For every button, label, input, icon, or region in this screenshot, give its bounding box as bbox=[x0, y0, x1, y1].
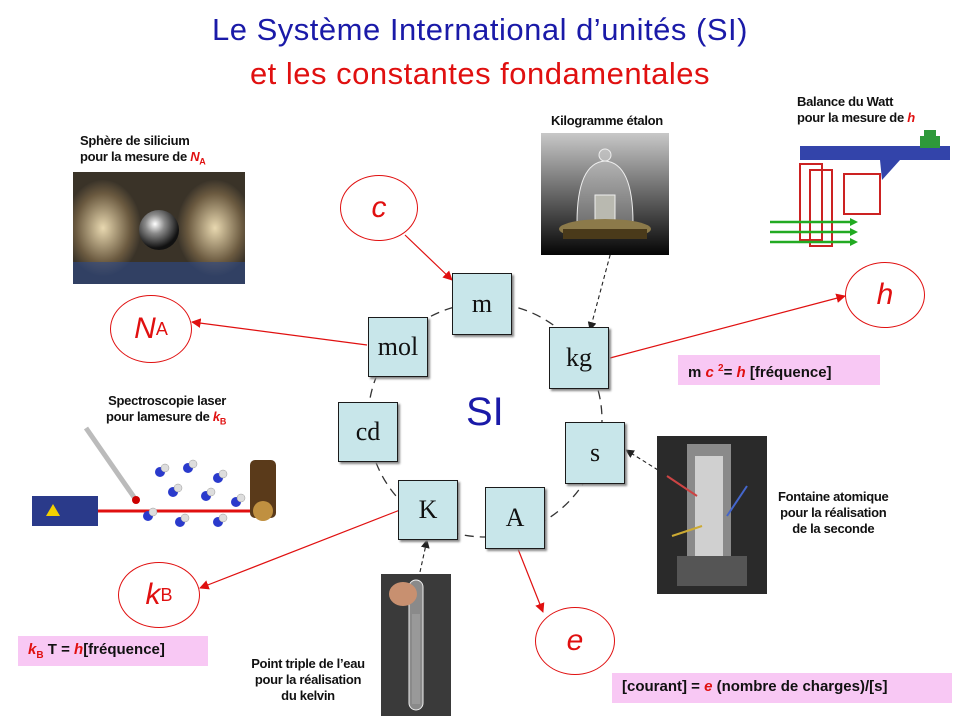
caption-silicon-line2: pour la mesure de NA bbox=[80, 149, 206, 167]
caption-kilogram: Kilogramme étalon bbox=[551, 113, 663, 128]
na-subscript: A bbox=[155, 318, 168, 339]
constant-c: c bbox=[340, 175, 418, 241]
equation-mass-energy: m c 2= h [fréquence] bbox=[678, 355, 880, 385]
caption-triple: Point triple de l’eau pour la réalisatio… bbox=[238, 656, 378, 704]
caption-fountain-line2: pour la réalisation bbox=[780, 505, 887, 520]
atomic-fountain-photo bbox=[657, 436, 767, 594]
caption-watt-line1: Balance du Watt bbox=[797, 94, 894, 109]
unit-k: K bbox=[398, 480, 458, 540]
triple-point-cell-photo bbox=[381, 574, 451, 716]
arrow-a-to-e bbox=[517, 548, 545, 613]
title-line1: Le Système International d’unités (SI) bbox=[212, 12, 748, 47]
arrow-mol-to-na bbox=[191, 318, 368, 346]
caption-watt-line2: pour la mesure de h bbox=[797, 110, 915, 125]
caption-fountain-line3: de la seconde bbox=[792, 521, 875, 536]
kilogram-photo bbox=[541, 133, 669, 255]
constant-e: e bbox=[535, 607, 615, 675]
kb-subscript: B bbox=[160, 584, 173, 605]
kb-symbol: k bbox=[145, 578, 161, 611]
caption-laser-line1: Spectroscopie laser bbox=[108, 393, 227, 408]
arrow-k-to-kb bbox=[199, 509, 401, 590]
caption-triple-line3: du kelvin bbox=[281, 688, 335, 703]
arrow-c-to-m bbox=[404, 234, 453, 281]
na-symbol: N bbox=[134, 312, 156, 345]
equation-current: [courant] = e (nombre de charges)/[s] bbox=[612, 673, 952, 703]
unit-m: m bbox=[452, 273, 512, 335]
unit-a: A bbox=[485, 487, 545, 549]
caption-fountain-line1: Fontaine atomique bbox=[778, 489, 889, 504]
si-center-label: SI bbox=[466, 390, 504, 434]
arrow-triple-to-k bbox=[419, 539, 430, 573]
unit-mol: mol bbox=[368, 317, 428, 377]
caption-silicon: Sphère de silicium pour la mesure de NA bbox=[80, 133, 206, 170]
arrow-fountain-to-s bbox=[625, 449, 659, 471]
watt-balance-diagram bbox=[770, 130, 950, 247]
caption-watt: Balance du Watt pour la mesure de h bbox=[797, 94, 915, 126]
unit-cd: cd bbox=[338, 402, 398, 462]
unit-kg: kg bbox=[549, 327, 609, 389]
title-line2: et les constantes fondamentales bbox=[249, 56, 711, 91]
silicon-sphere-photo bbox=[73, 172, 245, 284]
caption-silicon-line1: Sphère de silicium bbox=[80, 133, 190, 148]
caption-laser: Spectroscopie laser pour lamesure de kB bbox=[106, 393, 226, 430]
constant-h: h bbox=[845, 262, 925, 328]
unit-s: s bbox=[565, 422, 625, 484]
caption-triple-line2: pour la réalisation bbox=[254, 672, 362, 687]
caption-laser-line2: pour lamesure de kB bbox=[106, 409, 227, 427]
arrow-kilogram-to-kg bbox=[587, 247, 613, 331]
caption-triple-line1: Point triple de l’eau bbox=[251, 656, 365, 671]
arrow-kg-to-h bbox=[609, 293, 846, 359]
caption-fountain: Fontaine atomique pour la réalisation de… bbox=[778, 489, 889, 537]
laser-spectroscopy-diagram bbox=[32, 426, 276, 527]
equation-boltzmann: kB T = h[fréquence] bbox=[18, 636, 208, 666]
